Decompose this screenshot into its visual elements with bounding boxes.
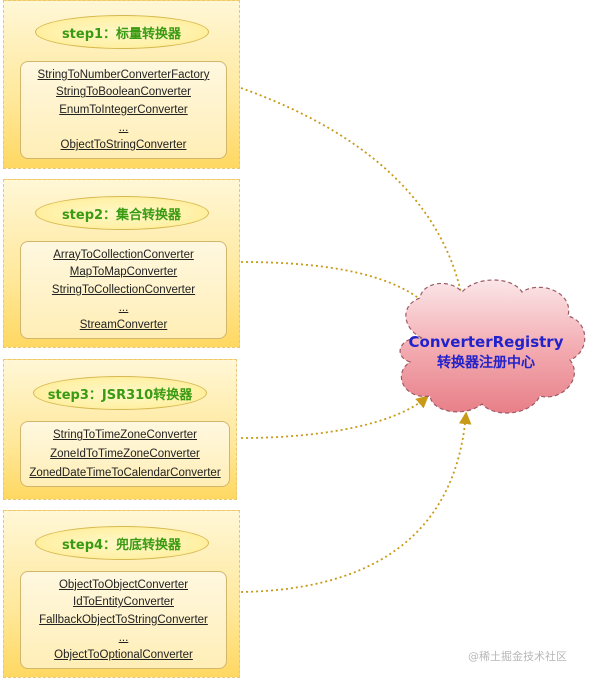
step2-converter-list: ArrayToCollectionConverter MapToMapConve… — [20, 241, 227, 339]
step4-converter-list: ObjectToObjectConverter IdToEntityConver… — [20, 571, 227, 669]
converter-item[interactable]: StringToBooleanConverter — [56, 86, 191, 99]
converter-item[interactable]: StringToNumberConverterFactory — [37, 68, 210, 81]
step2-title: step2：集合转换器 — [34, 196, 209, 230]
step4-title: step4：兜底转换器 — [34, 526, 209, 560]
converter-registry-subtitle: 转换器注册中心 — [437, 355, 535, 371]
converter-item[interactable]: IdToEntityConverter — [73, 596, 174, 609]
step4-panel: step4：兜底转换器 ObjectToObjectConverter IdTo… — [3, 510, 240, 678]
step3-panel: step3：JSR310转换器 StringToTimeZoneConverte… — [3, 359, 237, 500]
converter-item[interactable]: ZonedDateTimeToCalendarConverter — [29, 466, 221, 479]
ellipsis-item: ... — [118, 301, 129, 314]
converter-item[interactable]: ZoneIdToTimeZoneConverter — [50, 447, 200, 460]
converter-item[interactable]: StreamConverter — [79, 319, 168, 332]
converter-item[interactable]: MapToMapConverter — [69, 266, 178, 279]
ellipsis-item: ... — [118, 121, 129, 134]
converter-item[interactable]: ObjectToObjectConverter — [58, 578, 189, 591]
step3-converter-list: StringToTimeZoneConverter ZoneIdToTimeZo… — [20, 421, 230, 487]
converter-item[interactable]: EnumToIntegerConverter — [59, 103, 188, 116]
converter-item[interactable]: ObjectToStringConverter — [60, 139, 187, 152]
converter-item[interactable]: ObjectToOptionalConverter — [54, 649, 193, 662]
ellipsis-item: ... — [118, 631, 129, 644]
arrow-step2 — [240, 261, 434, 312]
converter-registry-title: ConverterRegistry — [408, 333, 564, 351]
arrow-step1 — [240, 87, 468, 305]
cloud-shape — [399, 279, 586, 414]
converter-item[interactable]: FallbackObjectToStringConverter — [39, 613, 208, 626]
arrow-step4 — [240, 411, 472, 593]
step1-title: step1：标量转换器 — [34, 15, 209, 49]
converter-registry-label: ConverterRegistry 转换器注册中心 — [386, 331, 586, 373]
step1-converter-list: StringToNumberConverterFactory StringToB… — [20, 61, 227, 159]
step2-panel: step2：集合转换器 ArrayToCollectionConverter M… — [3, 179, 240, 348]
step1-panel: step1：标量转换器 StringToNumberConverterFacto… — [3, 0, 240, 169]
arrow-step3 — [240, 395, 429, 439]
step3-title: step3：JSR310转换器 — [33, 376, 207, 410]
converter-item[interactable]: StringToTimeZoneConverter — [52, 429, 198, 442]
converter-item[interactable]: ArrayToCollectionConverter — [53, 248, 194, 261]
watermark: @稀土掘金技术社区 — [468, 650, 567, 663]
converter-item[interactable]: StringToCollectionConverter — [51, 283, 196, 296]
